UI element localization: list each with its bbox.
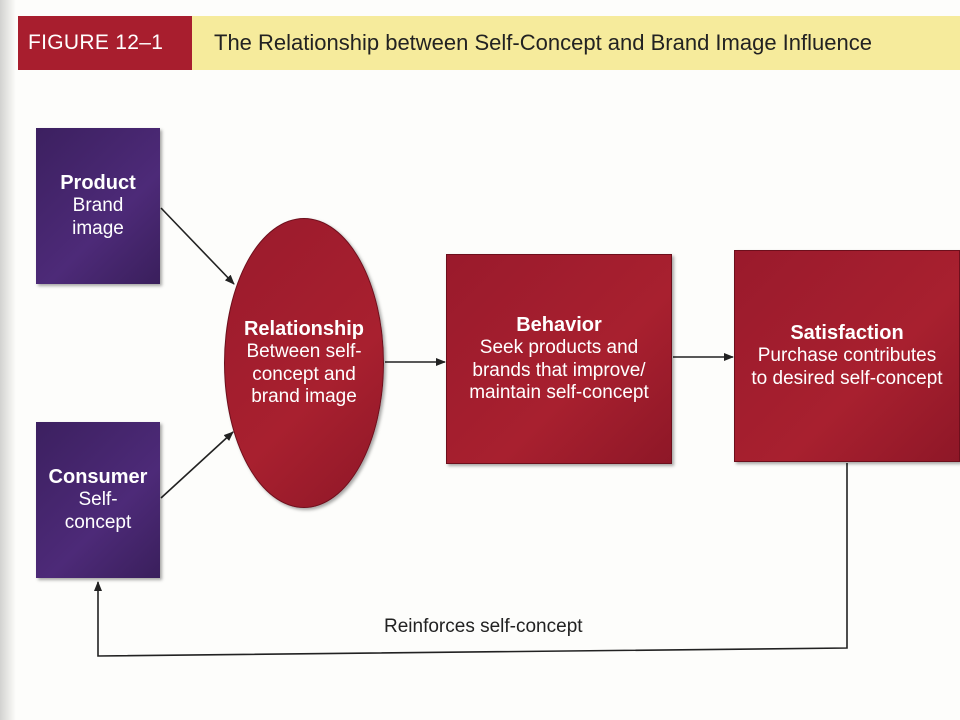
- satisfaction-line-2: to desired self-concept: [751, 368, 943, 389]
- satisfaction-line-1: Purchase contributes: [757, 345, 937, 367]
- page-edge-shadow: [0, 0, 16, 720]
- arrow-product-to-relationship: [160, 207, 235, 285]
- behavior-line-1: Seek products and: [479, 336, 639, 358]
- satisfaction-heading: Satisfaction: [790, 322, 904, 345]
- arrow-consumer-to-relationship: [160, 431, 234, 499]
- consumer-line-1: Self-: [78, 489, 118, 511]
- behavior-heading: Behavior: [516, 313, 602, 336]
- product-line-1: Brand: [72, 195, 124, 217]
- behavior-box: Behavior Seek products and brands that i…: [446, 254, 672, 464]
- behavior-line-3: maintain self-concept: [469, 382, 649, 404]
- consumer-box: Consumer Self- concept: [36, 422, 160, 578]
- relationship-line-1: Between self-: [246, 340, 362, 362]
- relationship-line-3: brand image: [251, 386, 357, 408]
- satisfaction-box: Satisfaction Purchase contributes to des…: [734, 250, 960, 462]
- relationship-node: Relationship Between self- concept and b…: [224, 218, 384, 508]
- relationship-line-2: concept and: [252, 363, 356, 385]
- relationship-heading: Relationship: [243, 317, 364, 340]
- figure-title: The Relationship between Self-Concept an…: [192, 16, 960, 70]
- consumer-heading: Consumer: [48, 466, 148, 489]
- behavior-line-2: brands that improve/: [472, 359, 646, 381]
- arrow-feedback-loop: [94, 463, 848, 657]
- feedback-label: Reinforces self-concept: [384, 616, 583, 637]
- consumer-line-2: concept: [64, 512, 132, 533]
- product-box: Product Brand image: [36, 128, 160, 284]
- product-line-2: image: [72, 218, 124, 239]
- figure-label: FIGURE 12–1: [18, 16, 192, 70]
- product-heading: Product: [60, 172, 136, 195]
